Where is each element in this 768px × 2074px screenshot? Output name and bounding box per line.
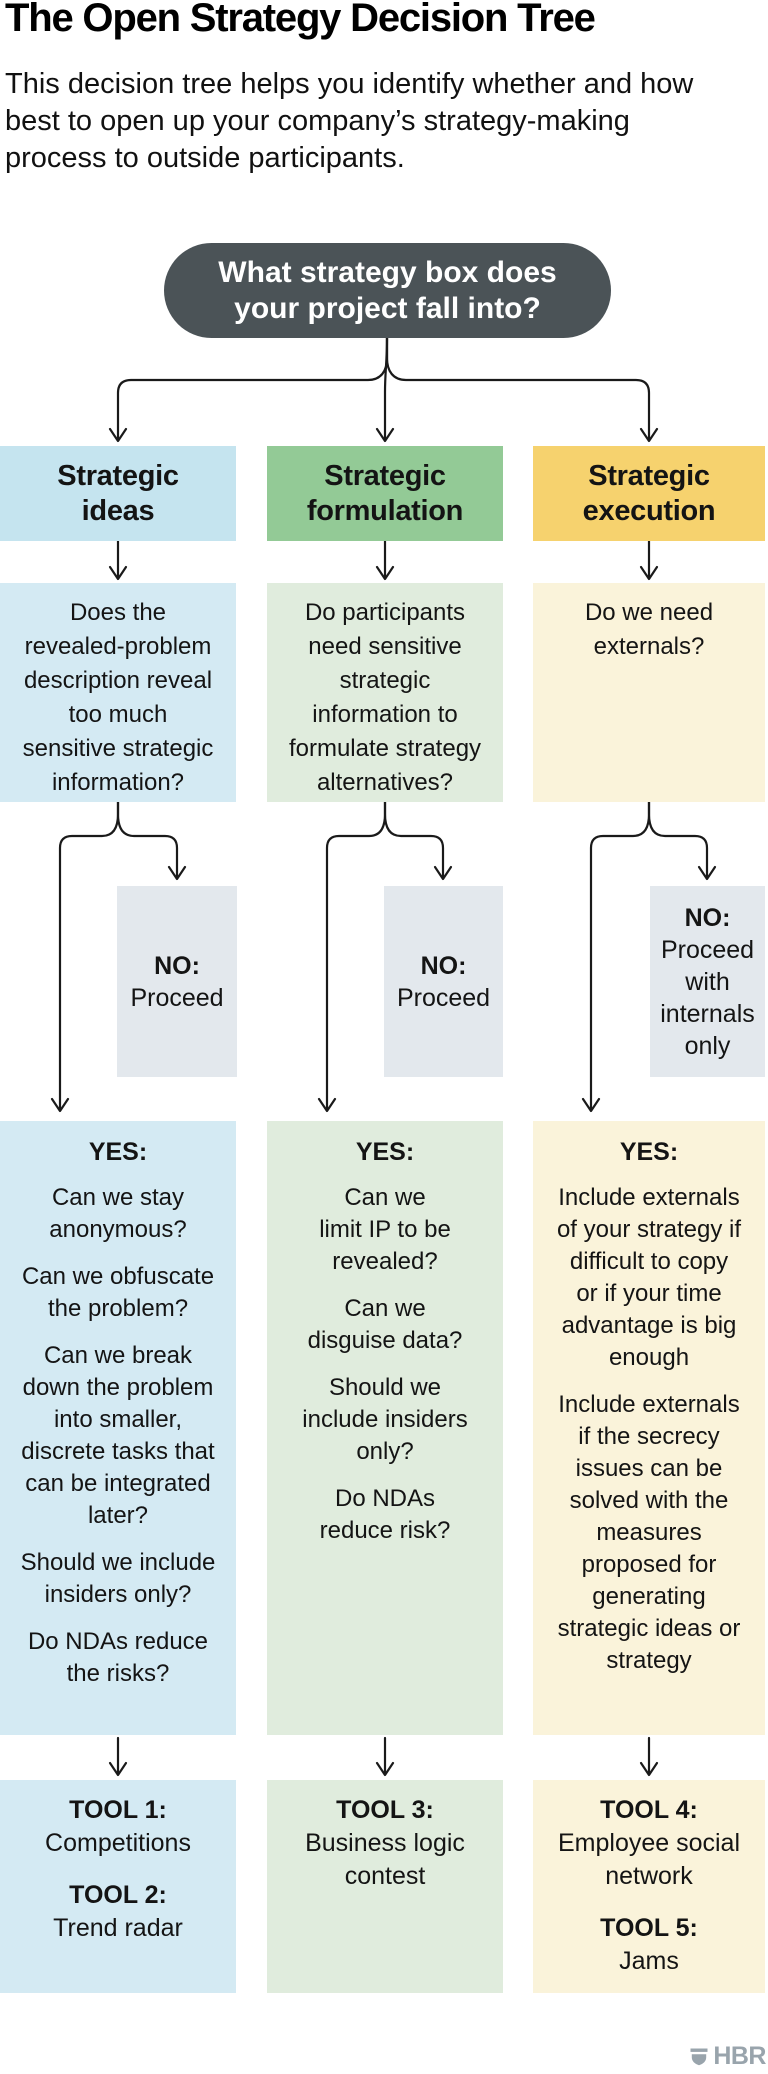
no-label: NO:	[684, 903, 731, 932]
hbr-logo: HBR	[690, 2042, 766, 2071]
yes-item-list: Can we stay anonymous? Can we obfuscate t…	[0, 1182, 236, 1690]
tool-label: TOOL 2:	[69, 1881, 167, 1909]
tool-label: TOOL 4:	[600, 1796, 698, 1824]
connector-execution-no-branch	[647, 800, 717, 881]
page-subtitle: This decision tree helps you identify wh…	[5, 68, 694, 174]
yes-box-execution: YES: Include externals of your strategy …	[533, 1121, 765, 1735]
question-box-ideas: Does the revealed-problem description re…	[0, 583, 236, 802]
tool-name: Business logic contest	[305, 1829, 465, 1890]
column-header-strategic-formulation: Strategic formulation	[267, 446, 503, 541]
connector-root-to-ideas	[108, 336, 389, 443]
column-header-strategic-ideas: Strategic ideas	[0, 446, 236, 541]
connector-execution-header-to-question	[639, 539, 659, 581]
yes-item-list: Include externals of your strategy if di…	[533, 1182, 765, 1677]
yes-item: Include externals if the secrecy issues …	[557, 1391, 741, 1674]
question-box-execution: Do we need externals?	[533, 583, 765, 802]
no-text: Proceed	[130, 983, 224, 1012]
yes-item: Can we limit IP to be revealed?	[319, 1184, 451, 1275]
connector-ideas-yes-to-tools	[108, 1736, 128, 1777]
yes-box-formulation: YES: Can we limit IP to be revealed?Can …	[267, 1121, 503, 1735]
yes-item: Should we include insiders only?	[302, 1374, 468, 1465]
no-text: Proceed	[396, 983, 491, 1012]
tool-entry: TOOL 3: Business logic contest	[267, 1794, 503, 1893]
yes-item: Should we include insiders only?	[20, 1549, 216, 1608]
connector-root-to-formulation	[375, 336, 395, 443]
connector-formulation-yes-branch	[317, 800, 387, 1113]
root-question-pill: What strategy box does your project fall…	[164, 243, 611, 338]
no-box-execution: NO: Proceed with internals only	[650, 886, 765, 1077]
yes-item: Do NDAs reduce risk?	[319, 1485, 451, 1544]
yes-box-ideas: YES: Can we stay anonymous? Can we obfusc…	[0, 1121, 236, 1735]
connector-execution-yes-branch	[581, 800, 651, 1113]
yes-item: Do NDAs reduce the risks?	[27, 1628, 209, 1687]
no-text: Proceed with internals only	[660, 935, 755, 1060]
yes-item: Can we obfuscate the problem?	[21, 1263, 215, 1322]
tool-entry: TOOL 2: Trend radar	[0, 1879, 236, 1945]
question-box-formulation: Do participants need sensitive strategic…	[267, 583, 503, 802]
column-header-strategic-execution: Strategic execution	[533, 446, 765, 541]
no-box-formulation: NO: Proceed	[384, 886, 503, 1077]
yes-item: Can we disguise data?	[307, 1295, 463, 1354]
yes-label: YES:	[619, 1138, 679, 1166]
tool-label: TOOL 1:	[69, 1796, 167, 1824]
yes-item: Include externals of your strategy if di…	[556, 1184, 742, 1371]
connector-root-to-execution	[385, 336, 659, 443]
tool-name: Competitions	[45, 1829, 191, 1857]
yes-label: YES:	[355, 1138, 415, 1166]
tool-name: Trend radar	[53, 1914, 183, 1942]
yes-item-list: Can we limit IP to be revealed? Can we di…	[267, 1182, 503, 1547]
connector-ideas-header-to-question	[108, 539, 128, 581]
yes-item: Can we break down the problem into small…	[21, 1342, 215, 1529]
hbr-logo-text: HBR	[713, 2042, 766, 2070]
no-label: NO:	[420, 951, 467, 980]
page-title: The Open Strategy Decision Tree	[5, 0, 596, 40]
connector-formulation-no-branch	[383, 800, 453, 881]
yes-label: YES:	[88, 1138, 148, 1166]
no-box-ideas: NO: Proceed	[117, 886, 237, 1077]
no-label: NO:	[154, 951, 200, 980]
tool-label: TOOL 5:	[600, 1914, 698, 1942]
tool-entry: TOOL 5: Jams	[533, 1912, 765, 1978]
tool-entry: TOOL 4: Employee social network	[533, 1794, 765, 1893]
connector-execution-yes-to-tools	[639, 1736, 659, 1777]
connector-formulation-yes-to-tools	[375, 1736, 395, 1777]
tool-box-formulation: TOOL 3: Business logic contest	[267, 1780, 503, 1993]
tool-name: Jams	[619, 1947, 679, 1975]
yes-item: Can we stay anonymous?	[49, 1184, 187, 1243]
connector-ideas-yes-branch	[50, 800, 120, 1113]
tool-name: Employee social network	[557, 1829, 741, 1890]
connector-formulation-header-to-question	[375, 539, 395, 581]
tool-entry: TOOL 1: Competitions	[0, 1794, 236, 1860]
connector-ideas-no-branch	[116, 800, 187, 881]
tool-label: TOOL 3:	[336, 1796, 434, 1824]
hbr-shield-icon	[690, 2048, 708, 2065]
